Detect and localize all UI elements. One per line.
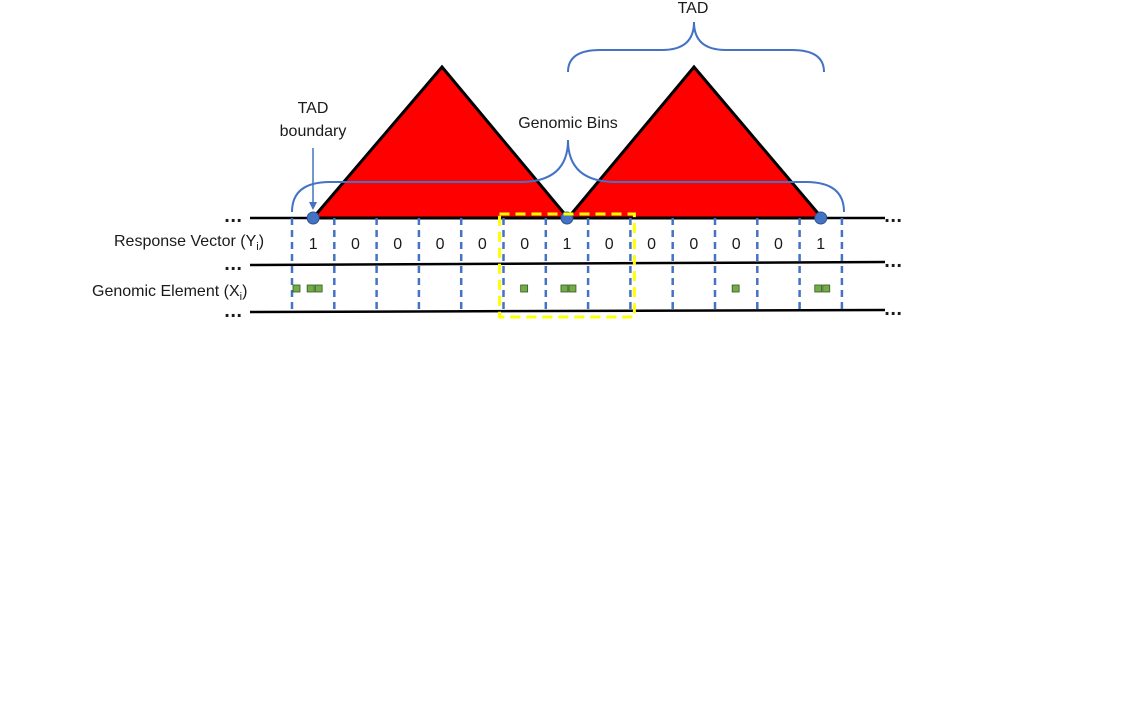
genomic-element-mark [822, 284, 831, 293]
genomic-element-mark [314, 284, 323, 293]
ellipsis-right-top: ... [884, 207, 902, 226]
tad-triangle-1 [309, 64, 572, 220]
response-value: 0 [647, 236, 656, 253]
genomic-bins-label: Genomic Bins [518, 115, 618, 132]
response-value: 1 [309, 236, 318, 253]
tad-boundary-dot [306, 211, 320, 225]
tad-boundary-label-line1: TAD [298, 100, 329, 117]
response-value: 0 [393, 236, 402, 253]
genomic-bins-layer [290, 211, 844, 310]
ellipsis-left-middle: ... [224, 255, 242, 274]
genomic-element-label: Genomic Element (Xi) [92, 283, 247, 303]
tad-label: TAD [678, 0, 709, 17]
highlight-window [498, 212, 636, 319]
tad-triangle-2 [564, 64, 826, 220]
response-value: 0 [605, 236, 614, 253]
ellipsis-left-top: ... [224, 207, 242, 226]
genomic-element-mark [520, 284, 529, 293]
response-value: 0 [478, 236, 487, 253]
response-vector-label: Response Vector (Yi) [114, 233, 264, 253]
response-value: 1 [562, 236, 571, 253]
response-vector-layer: 1 0 0 0 0 0 1 0 0 0 0 0 1 [309, 236, 826, 253]
genomic-element-mark [731, 284, 740, 293]
ellipsis-left-bottom: ... [224, 302, 242, 321]
genomic-element-mark [814, 284, 823, 293]
genomic-elements-layer [292, 284, 831, 293]
boundary-arrow-head [309, 202, 317, 210]
genomic-element-mark [306, 284, 315, 293]
genomic-element-mark [560, 284, 569, 293]
track-line-middle [249, 260, 886, 267]
tad-boundary-dot [814, 211, 828, 225]
ellipsis-right-middle: ... [884, 252, 902, 271]
response-value: 0 [774, 236, 783, 253]
response-value: 0 [732, 236, 741, 253]
response-value: 0 [436, 236, 445, 253]
genomic-element-mark [292, 284, 301, 293]
response-value: 0 [689, 236, 698, 253]
ellipsis-right-bottom: ... [884, 300, 902, 319]
response-value: 1 [816, 236, 825, 253]
response-value: 0 [520, 236, 529, 253]
genomic-bins-brace [291, 139, 845, 213]
tad-brace [567, 21, 825, 73]
track-line-bottom [249, 308, 886, 314]
response-value: 0 [351, 236, 360, 253]
tad-boundary-label-line2: boundary [280, 123, 347, 140]
genomic-element-mark [568, 284, 577, 293]
